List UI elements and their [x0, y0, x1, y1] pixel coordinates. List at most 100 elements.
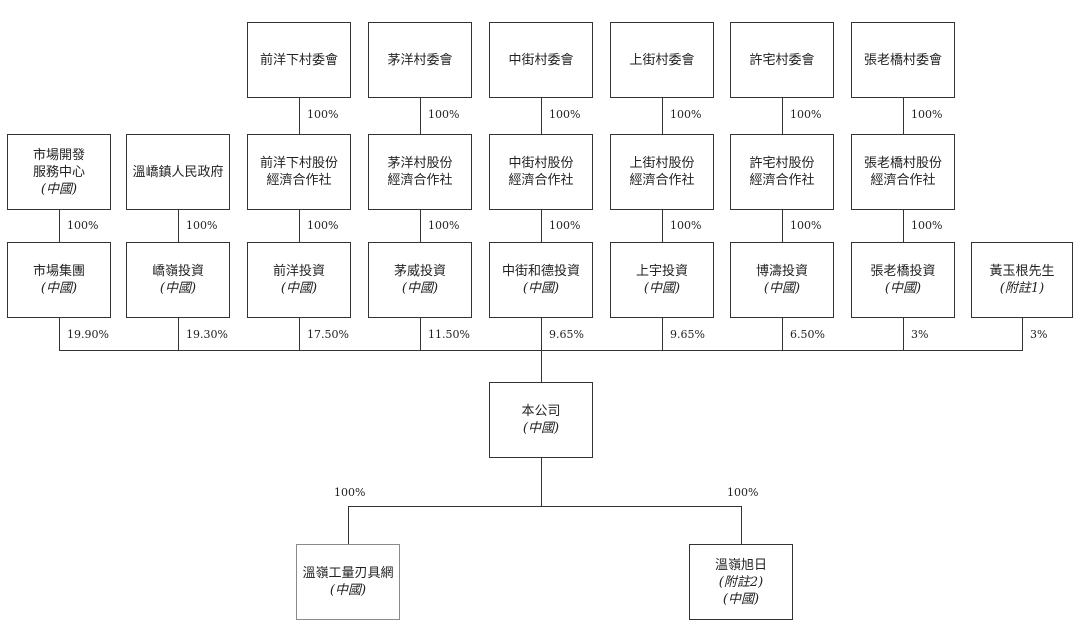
shareholding-percent: 3% — [911, 328, 929, 341]
connector-line — [59, 318, 60, 350]
connector-line — [59, 210, 60, 242]
subsidiary-box: 溫嶺旭日 (附註2) (中國) — [689, 544, 793, 620]
shareholder-name: 嶠嶺投資 — [151, 264, 204, 279]
entity-name-line2: 經濟合作社 — [266, 173, 332, 188]
connector-line — [662, 318, 663, 350]
ownership-percent: 100% — [670, 108, 702, 121]
entity-name-line1: 許宅村股份 — [749, 156, 815, 171]
shareholder-name: 上宇投資 — [635, 264, 688, 279]
shareholder-jurisdiction: (中國) — [884, 281, 922, 296]
connector-line — [903, 318, 904, 350]
shareholding-percent: 17.50% — [307, 328, 349, 341]
company-box: 本公司 (中國) — [489, 382, 593, 458]
connector-line — [782, 98, 783, 134]
subsidiary-jurisdiction: (中國) — [722, 591, 760, 607]
shareholder-box: 博濤投資 (中國) — [730, 242, 834, 318]
shareholding-percent: 19.90% — [67, 328, 109, 341]
ownership-percent: 100% — [428, 219, 460, 232]
shareholder-box: 前洋投資 (中國) — [247, 242, 351, 318]
top-entity-box: 前洋下村委會 — [247, 22, 351, 98]
shareholder-name: 中街和德投資 — [501, 264, 580, 279]
second-entity-box: 茅洋村股份 經濟合作社 — [368, 134, 472, 210]
subsidiary-percent: 100% — [727, 486, 759, 499]
entity-name-line1: 張老橋村股份 — [863, 156, 942, 171]
connector-line — [782, 318, 783, 350]
entity-name-line1: 市場開發 — [32, 147, 85, 163]
second-entity-box: 前洋下村股份 經濟合作社 — [247, 134, 351, 210]
ownership-percent: 100% — [428, 108, 460, 121]
connector-line — [662, 98, 663, 134]
entity-name-line1: 中街村股份 — [508, 156, 574, 171]
connector-line — [903, 98, 904, 134]
shareholder-box: 市場集團 (中國) — [7, 242, 111, 318]
entity-name-line2: 經濟合作社 — [508, 173, 574, 188]
subsidiary-name: 溫嶺工量刃具網 — [302, 566, 394, 581]
connector-line — [541, 350, 542, 382]
shareholder-box: 上宇投資 (中國) — [610, 242, 714, 318]
shareholding-percent: 9.65% — [549, 328, 584, 341]
top-entity-name: 張老橋村委會 — [863, 52, 942, 68]
shareholding-percent: 11.50% — [428, 328, 470, 341]
connector-line — [662, 210, 663, 242]
connector-line — [178, 318, 179, 350]
second-entity-box: 市場開發 服務中心 (中國) — [7, 134, 111, 210]
top-entity-box: 上街村委會 — [610, 22, 714, 98]
shareholder-name: 黃玉根先生 — [989, 264, 1055, 279]
connector-line — [541, 318, 542, 350]
shareholder-name: 茅威投資 — [393, 264, 446, 279]
ownership-percent: 100% — [670, 219, 702, 232]
shareholding-percent: 9.65% — [670, 328, 705, 341]
connector-line — [420, 210, 421, 242]
connector-line — [420, 98, 421, 134]
company-jurisdiction: (中國) — [522, 421, 560, 436]
shareholder-box: 茅威投資 (中國) — [368, 242, 472, 318]
top-entity-name: 上街村委會 — [629, 52, 695, 68]
connector-line — [741, 506, 742, 544]
shareholder-jurisdiction: (中國) — [522, 281, 560, 296]
connector-line — [178, 210, 179, 242]
shareholder-name: 博濤投資 — [755, 264, 808, 279]
entity-name-line1: 上街村股份 — [629, 156, 695, 171]
connector-line — [299, 318, 300, 350]
connector-line — [1022, 318, 1023, 350]
second-entity-box: 許宅村股份 經濟合作社 — [730, 134, 834, 210]
entity-name-line2: 服務中心 — [32, 164, 85, 180]
shareholder-box: 嶠嶺投資 (中國) — [126, 242, 230, 318]
connector-line — [420, 318, 421, 350]
connector-line — [782, 210, 783, 242]
shareholder-jurisdiction: (中國) — [401, 281, 439, 296]
ownership-percent: 100% — [307, 219, 339, 232]
connector-line — [348, 506, 349, 544]
second-entity-box: 中街村股份 經濟合作社 — [489, 134, 593, 210]
connector-line — [299, 98, 300, 134]
shareholder-box: 黃玉根先生 (附註1) — [971, 242, 1073, 318]
shareholding-percent: 6.50% — [790, 328, 825, 341]
shareholder-jurisdiction: (中國) — [159, 281, 197, 296]
connector-line — [299, 210, 300, 242]
second-entity-box: 上街村股份 經濟合作社 — [610, 134, 714, 210]
ownership-percent: 100% — [911, 219, 943, 232]
subsidiary-bus-line — [348, 506, 742, 507]
entity-name-line2: 經濟合作社 — [749, 173, 815, 188]
shareholder-name: 前洋投資 — [272, 264, 325, 279]
second-entity-box: 張老橋村股份 經濟合作社 — [851, 134, 955, 210]
ownership-percent: 100% — [67, 219, 99, 232]
subsidiary-box: 溫嶺工量刃具網 (中國) — [296, 544, 400, 620]
shareholder-box: 張老橋投資 (中國) — [851, 242, 955, 318]
shareholder-jurisdiction: (中國) — [40, 281, 78, 296]
top-entity-name: 許宅村委會 — [749, 52, 815, 68]
subsidiary-name: 溫嶺旭日 — [714, 557, 767, 573]
shareholder-jurisdiction: (中國) — [763, 281, 801, 296]
top-entity-name: 茅洋村委會 — [387, 52, 453, 68]
shareholder-name: 市場集團 — [32, 264, 85, 279]
entity-name-line2: 經濟合作社 — [387, 173, 453, 188]
ownership-percent: 100% — [549, 108, 581, 121]
connector-line — [903, 210, 904, 242]
entity-name-line2: 經濟合作社 — [629, 173, 695, 188]
subsidiary-percent: 100% — [334, 486, 366, 499]
entity-name-line1: 茅洋村股份 — [387, 156, 453, 171]
subsidiary-note: (附註2) — [718, 574, 764, 590]
connector-line — [541, 210, 542, 242]
top-entity-box: 中街村委會 — [489, 22, 593, 98]
